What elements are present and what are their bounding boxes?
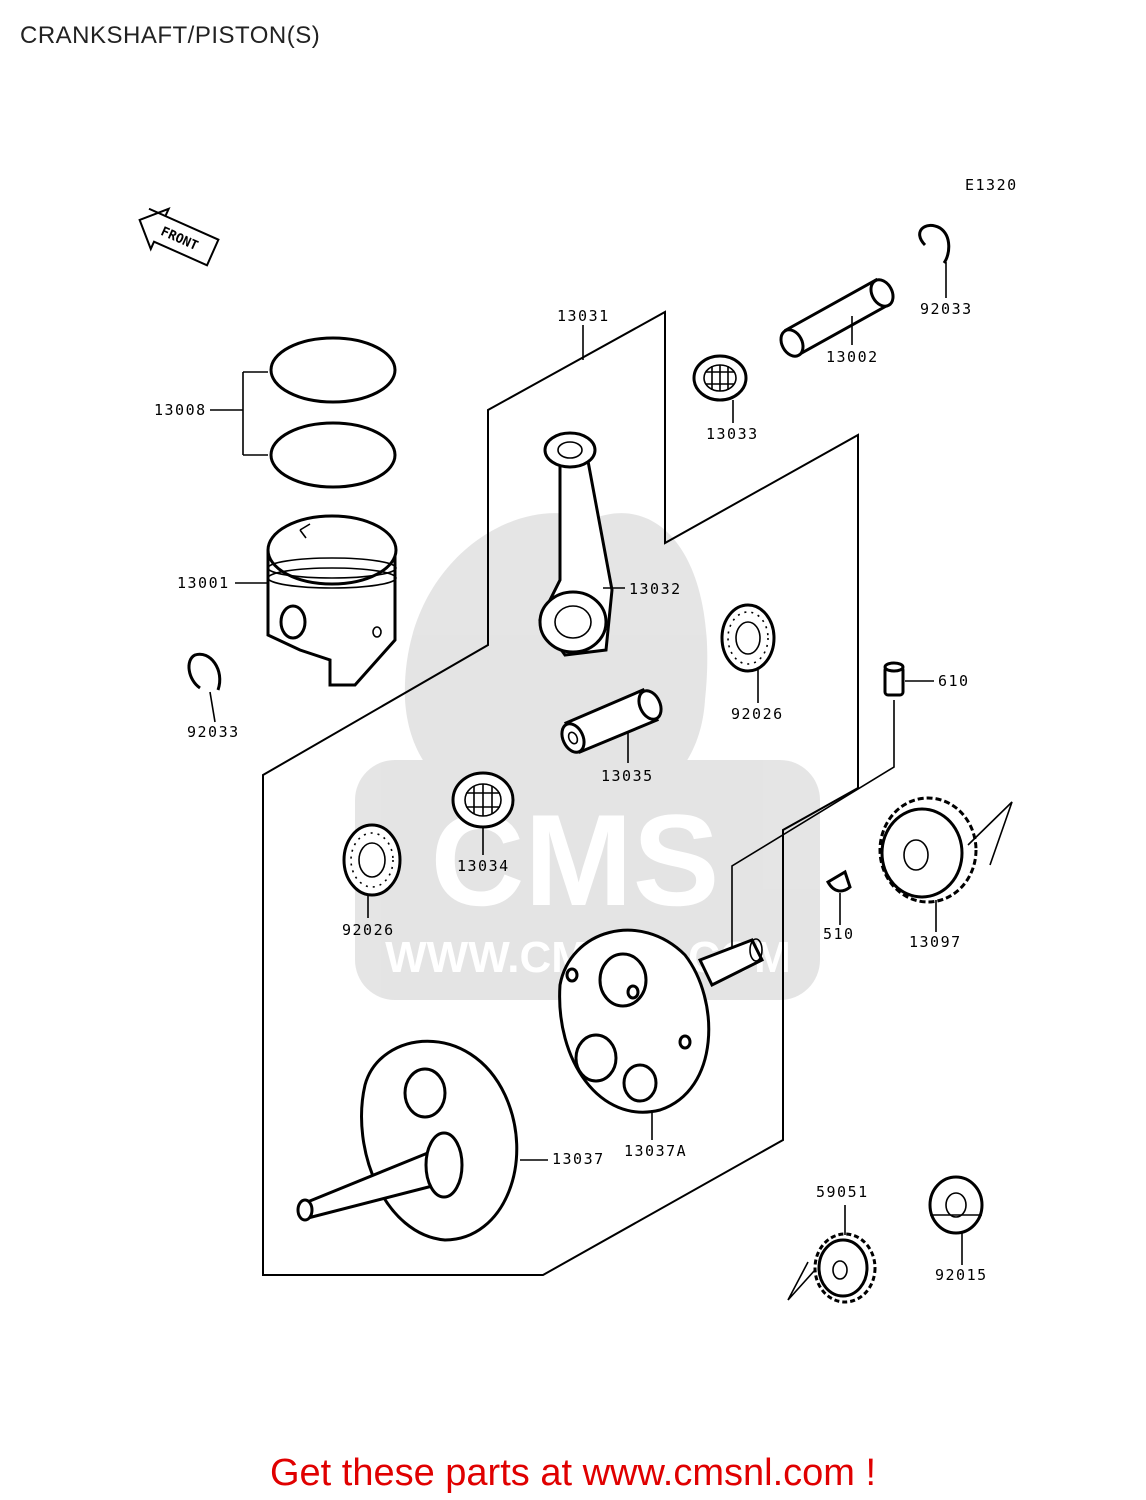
piston-rings-icon xyxy=(269,336,397,489)
piston-icon xyxy=(266,514,398,687)
part-label-13008[interactable]: 13008 xyxy=(154,401,207,419)
part-label-92026-left[interactable]: 92026 xyxy=(342,921,395,939)
primary-gear-leader xyxy=(935,801,1013,932)
woodruff-key-icon xyxy=(825,869,852,893)
part-label-13032[interactable]: 13032 xyxy=(629,580,682,598)
part-label-59051[interactable]: 59051 xyxy=(816,1183,869,1201)
part-label-510[interactable]: 510 xyxy=(823,925,855,943)
part-label-92026-right[interactable]: 92026 xyxy=(731,705,784,723)
primary-gear-icon xyxy=(878,796,978,904)
part-label-13002[interactable]: 13002 xyxy=(826,348,879,366)
part-label-13034[interactable]: 13034 xyxy=(457,857,510,875)
part-label-13001[interactable]: 13001 xyxy=(177,574,230,592)
part-label-13033[interactable]: 13033 xyxy=(706,425,759,443)
footer-promo: Get these parts at www.cmsnl.com ! xyxy=(0,1452,1146,1495)
circlip-lower-icon xyxy=(187,652,222,691)
part-label-92033-lower[interactable]: 92033 xyxy=(187,723,240,741)
crankshaft-right-icon xyxy=(558,928,765,1114)
part-label-13035[interactable]: 13035 xyxy=(601,767,654,785)
nut-icon xyxy=(928,1175,984,1235)
part-label-92033-upper[interactable]: 92033 xyxy=(920,300,973,318)
circlip-lower-leader xyxy=(209,691,216,723)
pin-icon xyxy=(883,661,905,697)
piston-rings-leader xyxy=(210,371,268,456)
assembly-bracket-line xyxy=(262,310,859,1276)
part-label-92015[interactable]: 92015 xyxy=(935,1266,988,1284)
piston-pin-icon xyxy=(779,277,895,358)
front-arrow-icon: FRONT xyxy=(138,206,220,267)
pump-gear-leader xyxy=(787,1205,846,1301)
part-label-13097[interactable]: 13097 xyxy=(909,933,962,951)
thrust-washer-right-icon xyxy=(720,603,776,673)
connecting-rod-icon xyxy=(538,431,614,657)
crankshaft-left-icon xyxy=(296,1039,519,1242)
pump-gear-icon xyxy=(813,1232,877,1304)
pin-leader xyxy=(731,680,934,960)
page-title: CRANKSHAFT/PISTON(S) xyxy=(20,22,321,49)
part-label-13031[interactable]: 13031 xyxy=(557,307,610,325)
footer-link[interactable]: Get these parts at www.cmsnl.com ! xyxy=(269,1452,877,1494)
crank-pin-icon xyxy=(560,688,663,754)
thrust-washer-left-icon xyxy=(342,823,402,897)
part-label-13037A[interactable]: 13037A xyxy=(624,1142,687,1160)
diagram-code: E1320 xyxy=(965,176,1018,194)
big-end-bearing-icon xyxy=(451,771,515,829)
part-label-13037[interactable]: 13037 xyxy=(552,1150,605,1168)
part-label-610[interactable]: 610 xyxy=(938,672,970,690)
small-end-bearing-icon xyxy=(692,354,748,402)
circlip-upper-icon xyxy=(918,223,951,264)
